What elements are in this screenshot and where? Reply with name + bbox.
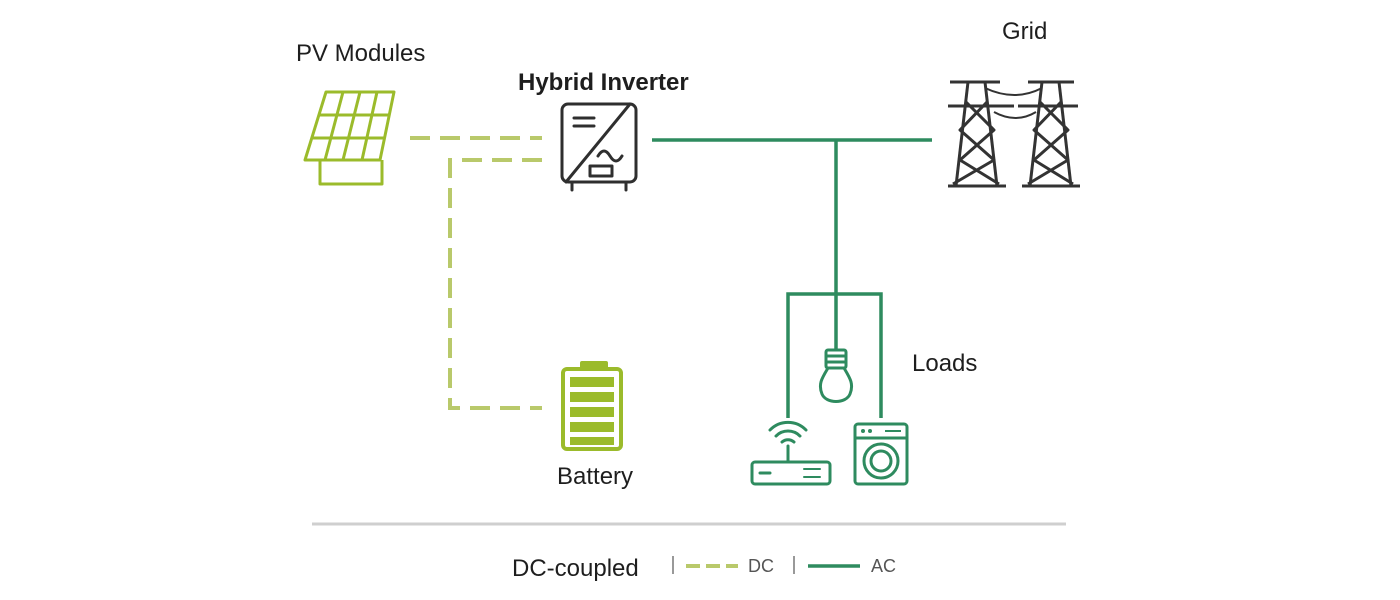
battery-icon [561,361,623,451]
dc-connections [410,136,542,410]
battery-label: Battery [557,463,634,490]
legend-title: DC-coupled [512,555,639,582]
legend-dc-label: DC [748,556,774,576]
inverter-icon [560,102,638,192]
light-bulb-icon [818,348,854,403]
pv-modules-label: PV Modules [296,40,426,67]
ac-connections [652,138,932,418]
washing-machine-icon [853,422,909,486]
legend-ac-label: AC [871,556,897,576]
loads-label: Loads [912,350,978,377]
grid-label: Grid [1002,18,1048,45]
transmission-tower-icon [948,80,1080,188]
hybrid-inverter-label: Hybrid Inverter [518,69,689,96]
legend-marks [672,556,860,574]
router-icon [750,420,832,486]
solar-panel-icon [303,90,396,186]
